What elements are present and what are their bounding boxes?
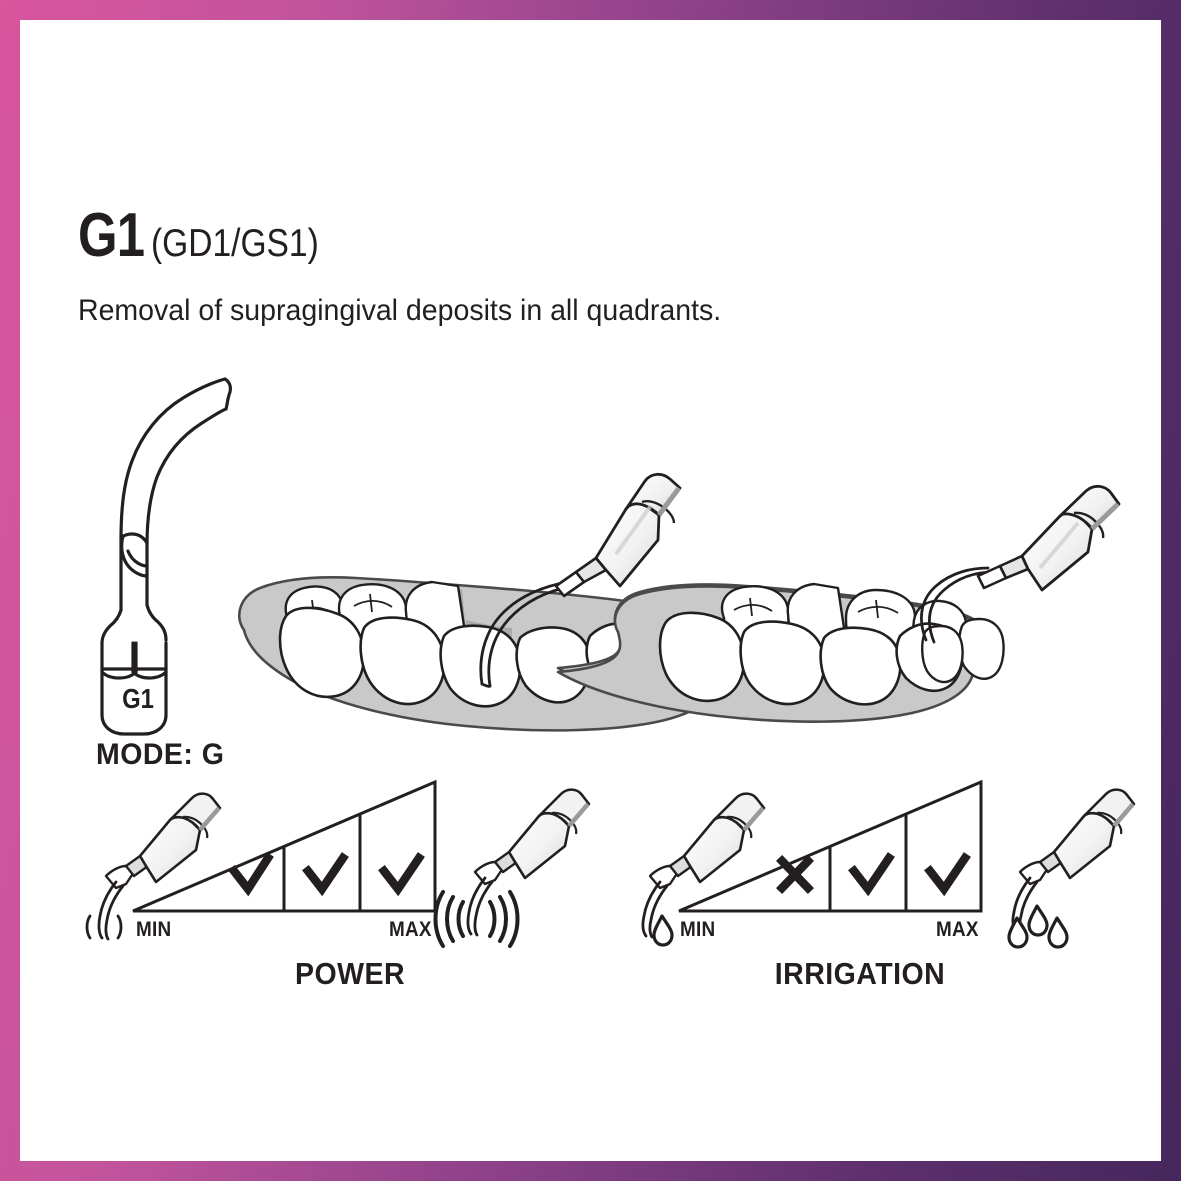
content-card: G1 (GD1/GS1) Removal of supragingival de… xyxy=(20,20,1161,1161)
mode-label: MODE: G xyxy=(96,738,225,771)
scaler-tip-icon xyxy=(119,377,232,612)
power-max-label: MAX xyxy=(389,918,432,941)
handpiece-high-vibration-icon xyxy=(433,788,591,948)
header: G1 (GD1/GS1) Removal of supragingival de… xyxy=(78,205,1078,328)
page-title: G1 xyxy=(78,201,145,270)
illustration-mandible-right xyxy=(556,484,1121,723)
description-text: Removal of supragingival deposits in all… xyxy=(78,294,722,327)
scale-irrigation xyxy=(641,779,1136,949)
tip-engraved-label: G1 xyxy=(122,683,154,714)
inserted-scaler-tip xyxy=(479,580,576,688)
power-min-label: MIN xyxy=(136,918,172,941)
segment-mark-3 xyxy=(924,852,971,897)
handpiece-low-vibration-icon xyxy=(85,792,222,941)
power-level-triangle xyxy=(132,779,437,913)
title-row: G1 (GD1/GS1) xyxy=(78,205,1078,267)
scaler-barrel-icon xyxy=(100,670,168,736)
irrigation-min-label: MIN xyxy=(680,918,716,941)
segment-mark-1 xyxy=(775,854,815,895)
irrigation-level-triangle xyxy=(678,779,983,913)
occlusal-grooves xyxy=(733,597,899,619)
variant-codes: (GD1/GS1) xyxy=(150,222,319,265)
irrigation-caption: IRRIGATION xyxy=(774,956,946,991)
inserted-scaler-tip xyxy=(920,566,996,644)
handpiece-triple-drop-icon xyxy=(1007,788,1136,949)
scaler-tip-illustration xyxy=(100,377,232,736)
irrigation-max-label: MAX xyxy=(936,918,979,941)
scaler-collar-icon xyxy=(100,641,168,680)
power-segment-marks xyxy=(228,852,425,897)
scale-power xyxy=(85,779,591,948)
irrigation-segment-marks xyxy=(775,852,971,897)
scaler-shank-icon xyxy=(100,603,168,645)
segment-mark-2 xyxy=(848,852,895,897)
handpiece-icon xyxy=(554,472,682,598)
segment-mark-3 xyxy=(378,852,425,897)
handpiece-single-drop-icon xyxy=(641,792,766,947)
handpiece-icon xyxy=(976,484,1121,592)
power-caption: POWER xyxy=(294,956,406,991)
segment-mark-1 xyxy=(228,852,274,897)
segment-mark-2 xyxy=(302,852,349,897)
